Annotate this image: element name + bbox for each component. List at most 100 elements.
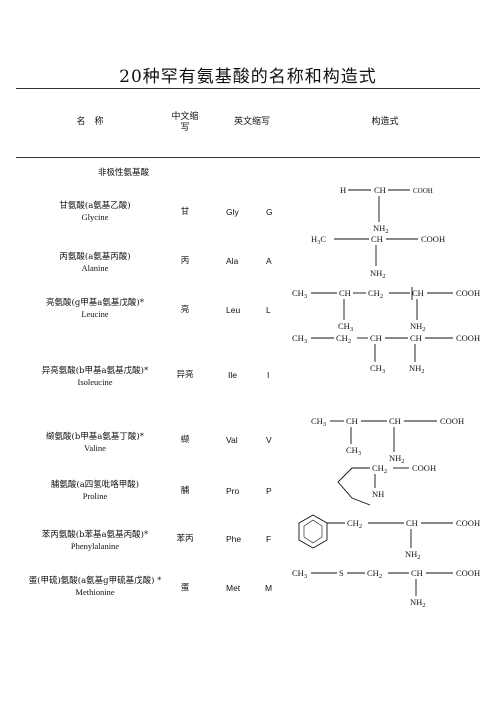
name-cn: 丙氨酸(a氨基丙酸) — [59, 252, 131, 262]
name-cn: 亮氨酸(g甲基a氨基戊酸)* — [46, 298, 144, 308]
row-valine-en1: V — [266, 435, 272, 445]
row-alanine-cn-abbr: 丙 — [180, 256, 190, 266]
glycine-structure: H CH COOH NH2 — [340, 185, 433, 235]
row-alanine-en3: Ala — [226, 256, 239, 266]
atom-nh2: NH2 — [373, 223, 389, 235]
atom-s: S — [339, 568, 344, 578]
atom-cooh: COOH — [421, 234, 445, 244]
name-cn: 苯丙氨酸(b苯基a氨基丙酸)* — [41, 530, 149, 540]
row-isoleucine-cn-abbr: 异亮 — [176, 370, 194, 380]
name-cn: 异亮氨酸(b甲基a氨基戊酸)* — [41, 366, 149, 376]
name-en: Valine — [84, 443, 106, 453]
atom-cooh: COOH — [456, 518, 480, 528]
atom-ch: CH — [412, 288, 424, 298]
page-title: 20种罕有氨基酸的名称和构造式 — [119, 67, 377, 87]
atom-ch: CH — [406, 518, 418, 528]
atom-cooh: COOH — [456, 568, 480, 578]
phenylalanine-structure: CH2 CH COOH NH2 — [298, 514, 480, 561]
atom-nh2: NH2 — [409, 363, 425, 375]
header-en-abbr: 英文缩写 — [233, 117, 270, 127]
name-en: Isoleucine — [77, 377, 113, 387]
row-isoleucine-name: 异亮氨酸(b甲基a氨基戊酸)* Isoleucine — [10, 366, 180, 388]
methionine-structure: CH3 S CH2 CH COOH NH2 — [292, 568, 480, 609]
atom-ch3: CH3 — [311, 416, 326, 428]
row-methionine-en1: M — [265, 583, 273, 593]
row-methionine-cn-abbr: 蛋 — [180, 583, 190, 593]
row-methionine-en3: Met — [226, 583, 241, 593]
proline-structure: CH2 COOH NH — [337, 463, 436, 506]
atom-ch3: CH3 — [370, 363, 385, 375]
name-en: Proline — [82, 491, 108, 501]
atom-ch2: CH2 — [368, 288, 383, 300]
header-bottom-rule — [16, 157, 480, 158]
row-leucine-name: 亮氨酸(g甲基a氨基戊酸)* Leucine — [10, 298, 180, 320]
atom-ch2: CH2 — [347, 518, 362, 530]
atom-ch3: CH3 — [338, 321, 353, 333]
name-cn: 缬氨酸(b甲基a氨基丁酸)* — [46, 432, 144, 442]
isoleucine-structure: CH3 CH2 CH CH COOH CH3 NH2 — [292, 333, 480, 375]
row-leucine-en1: L — [266, 305, 271, 315]
atom-ch2: CH2 — [372, 463, 387, 475]
name-en: Glycine — [81, 212, 109, 222]
atom-ch3: CH3 — [292, 568, 307, 580]
row-glycine-en3: Gly — [226, 207, 239, 217]
atom-cooh: COOH — [440, 416, 464, 426]
name-cn: 蛋(甲硫)氨酸(a氨基g甲硫基戊酸) * — [28, 576, 162, 586]
atom-nh2: NH2 — [389, 453, 405, 465]
row-leucine-en3: Leu — [226, 305, 241, 315]
row-alanine-en1: A — [266, 256, 272, 266]
row-valine-cn-abbr: 缬 — [180, 435, 190, 445]
atom-ch2: CH2 — [367, 568, 382, 580]
header-cn-abbr: 中文缩 写 — [165, 112, 205, 134]
atom-nh2: NH2 — [410, 321, 426, 333]
atom-nh2: NH2 — [410, 597, 426, 609]
atom-ch: CH — [410, 333, 422, 343]
atom-ch: CH — [371, 234, 383, 244]
name-en: Methionine — [75, 587, 115, 597]
atom-cooh: COOH — [412, 463, 436, 473]
atom-ch3: CH3 — [292, 288, 307, 300]
atom-cooh: COOH — [456, 333, 480, 343]
atom-ch: CH — [339, 288, 351, 298]
atom-ch2: CH2 — [336, 333, 351, 345]
row-glycine-cn-abbr: 甘 — [180, 207, 190, 217]
atom-nh2: NH2 — [405, 549, 421, 561]
atom-nh: NH — [372, 489, 384, 499]
name-en: Phenylalanine — [70, 541, 120, 551]
row-glycine-en1: G — [266, 207, 273, 217]
row-isoleucine-en3: Ile — [228, 370, 237, 380]
atom-ch: CH — [389, 416, 401, 426]
row-alanine-name: 丙氨酸(a氨基丙酸) Alanine — [10, 252, 180, 274]
name-cn: 甘氨酸(a氨基乙酸) — [59, 201, 131, 211]
row-phenylalanine-cn-abbr: 苯丙 — [176, 534, 194, 544]
atom-ch3: CH3 — [292, 333, 307, 345]
row-phenylalanine-name: 苯丙氨酸(b苯基a氨基丙酸)* Phenylalanine — [10, 530, 180, 552]
name-en: Alanine — [81, 263, 109, 273]
name-cn: 脯氨酸(a四氢吡咯甲酸) — [50, 480, 140, 490]
atom-ch: CH — [346, 416, 358, 426]
group-label-nonpolar: 非极性氨基酸 — [98, 168, 150, 178]
row-glycine-name: 甘氨酸(a氨基乙酸) Glycine — [10, 201, 180, 223]
atom-ch: CH — [411, 568, 423, 578]
row-proline-cn-abbr: 脯 — [180, 486, 190, 496]
atom-h: H — [340, 185, 346, 195]
row-proline-en3: Pro — [226, 486, 240, 496]
header-name: 名 称 — [76, 117, 104, 127]
row-methionine-name: 蛋(甲硫)氨酸(a氨基g甲硫基戊酸) * Methionine — [6, 576, 184, 598]
row-phenylalanine-en3: Phe — [226, 534, 242, 544]
row-isoleucine-en1: I — [267, 370, 270, 380]
valine-structure: CH3 CH CH COOH CH3 NH2 — [311, 416, 464, 465]
header-structure: 构造式 — [371, 117, 399, 127]
row-leucine-cn-abbr: 亮 — [180, 305, 190, 315]
name-en: Leucine — [81, 309, 109, 319]
header-cn-abbr-line2: 写 — [180, 123, 190, 133]
leucine-structure: CH3 CH CH2 CH COOH CH3 NH2 — [292, 287, 480, 333]
atom-cooh: COOH — [456, 288, 480, 298]
atom-ch3: CH3 — [346, 445, 361, 457]
header-cn-abbr-line1: 中文缩 — [171, 112, 199, 122]
atom-ch: CH — [370, 333, 382, 343]
row-proline-en1: P — [266, 486, 272, 496]
table-top-rule — [16, 88, 480, 89]
row-proline-name: 脯氨酸(a四氢吡咯甲酸) Proline — [10, 480, 180, 502]
